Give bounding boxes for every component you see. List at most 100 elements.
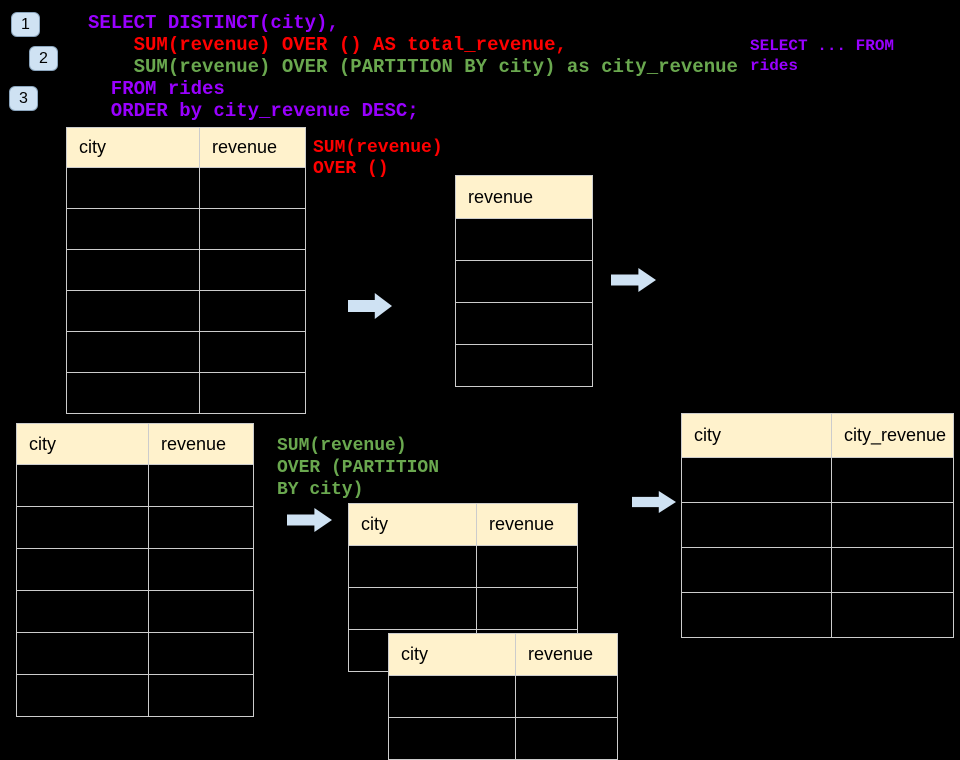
table-cell [148,506,254,549]
table-row [681,592,954,638]
column-header-revenue: revenue [148,423,254,465]
text-line: SUM(revenue) OVER () AS total_revenue, [88,34,567,56]
table-cell [476,587,578,630]
table-row [348,587,578,630]
table-cell [16,548,149,591]
table-cell [199,167,306,209]
column-header-city: city [681,413,832,458]
table-row [388,717,618,760]
table-cell [455,344,593,387]
table-row [66,372,306,414]
table-row [66,331,306,373]
text-line: SELECT DISTINCT(city), [88,12,339,34]
step-badge-1: 1 [11,12,40,37]
column-header-city: city [66,127,200,168]
step-badge-2: 2 [29,46,58,71]
column-header-revenue: revenue [199,127,306,168]
table-cell [199,372,306,414]
table-cell [148,632,254,675]
table-cell [199,331,306,373]
slide-canvas: { "colors": { "background": "#000000", "… [9,12,954,760]
table-cell [148,548,254,591]
table-cell [148,464,254,507]
table-row [66,249,306,291]
header-row: revenue [455,175,593,219]
column-header-city: city [348,503,477,546]
table-row [455,302,593,345]
column-header-revenue: revenue [455,175,593,219]
table-row [66,290,306,332]
table-cell [681,547,832,593]
table-cell [16,632,149,675]
text-line: ORDER by city_revenue DESC; [88,100,419,122]
table-row [16,632,254,675]
table-cell [199,290,306,332]
step-badge-3: 3 [9,86,38,111]
table-cell [16,674,149,717]
table-cell [66,290,200,332]
table-cell [455,218,593,261]
table-cell [66,208,200,250]
table-cell [681,502,832,548]
table-cell [148,590,254,633]
table-row [348,545,578,588]
column-header-revenue: revenue [515,633,618,676]
table-row [16,506,254,549]
table-row [681,547,954,593]
table-row [66,208,306,250]
text-line: rides [750,57,799,75]
text-line: BY city) [277,480,364,500]
table-cell [681,592,832,638]
text-line: SUM(revenue) OVER (PARTITION BY city) as… [88,56,738,78]
table-row [455,344,593,387]
table-cell [66,167,200,209]
table-cell [66,331,200,373]
text-line: SELECT ... FROM [750,37,895,55]
table-cell [831,547,954,593]
table-cell [66,372,200,414]
total-revenue-table: revenue [455,175,593,387]
table-row [681,502,954,548]
column-header-revenue: revenue [476,503,578,546]
table-row [16,548,254,591]
table-cell [831,592,954,638]
text-line: OVER () [313,159,389,179]
table-cell [831,502,954,548]
table-row [681,457,954,503]
column-header-city: city [16,423,149,465]
text-line: SUM(revenue) [277,436,407,456]
table-cell [66,249,200,291]
table-row [16,464,254,507]
table-cell [348,587,477,630]
table-row [66,167,306,209]
table-cell [199,208,306,250]
right-arrow-icon [611,268,656,292]
table-cell [455,260,593,303]
table-row [455,218,593,261]
right-arrow-icon [348,293,392,319]
table-cell [199,249,306,291]
text-line: FROM rides [88,78,225,100]
right-arrow-icon [287,508,332,532]
table-row [16,590,254,633]
column-header-city_revenue: city_revenue [831,413,954,458]
sql-query-code: SELECT DISTINCT(city), SUM(revenue) OVER… [88,12,738,122]
table-cell [148,674,254,717]
table-row [455,260,593,303]
table-cell [476,545,578,588]
table-cell [16,590,149,633]
table-cell [515,717,618,760]
text-line: OVER (PARTITION [277,458,440,478]
table-row [388,675,618,718]
over-total-label: SUM(revenue)OVER () [313,138,443,180]
table-cell [455,302,593,345]
